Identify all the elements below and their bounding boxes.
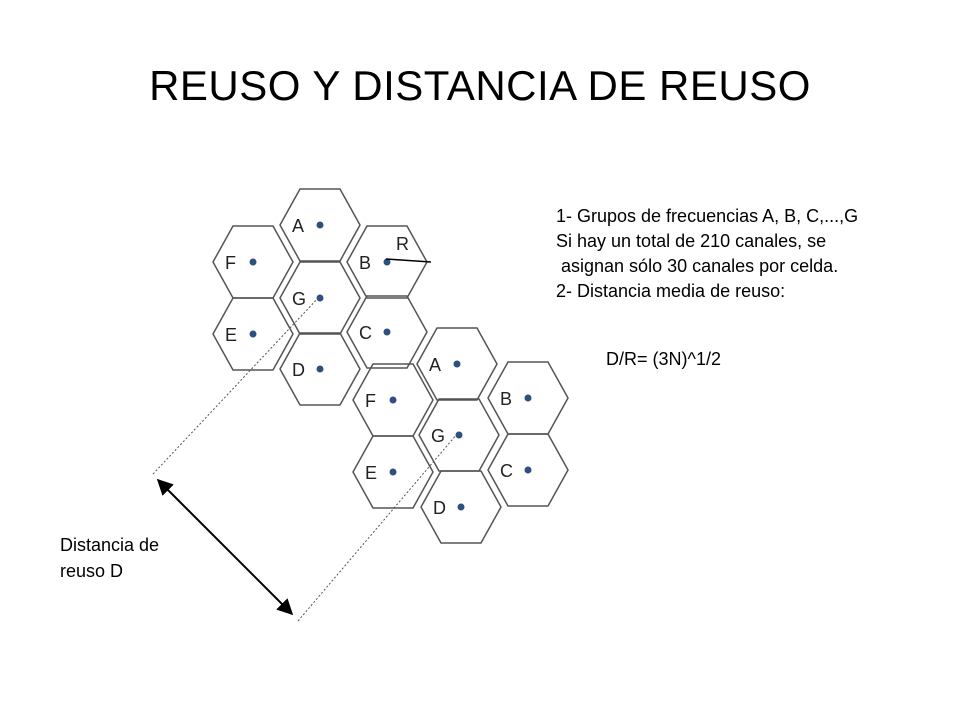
distance-label-line: Distancia de <box>60 535 160 555</box>
base-station-dot <box>524 394 532 402</box>
page-title: REUSO Y DISTANCIA DE REUSO <box>149 62 811 109</box>
base-station-dot <box>249 330 257 338</box>
radius-label: R <box>396 234 409 254</box>
cell-label: G <box>431 426 445 446</box>
base-station-dot <box>453 360 461 368</box>
reuse-formula: D/R= (3N)^1/2 <box>606 349 721 369</box>
base-station-dot <box>249 258 257 266</box>
base-station-dot <box>455 431 463 439</box>
base-station-dot <box>316 294 324 302</box>
base-station-dot <box>383 258 391 266</box>
radius-line <box>385 258 432 263</box>
cell-label: D <box>433 498 446 518</box>
cell-label: G <box>292 289 306 309</box>
info-line: Si hay un total de 210 canales, se <box>556 231 827 251</box>
hex-cell <box>352 435 434 509</box>
base-station-dot <box>383 328 391 336</box>
info-line: 2- Distancia media de reuso: <box>556 281 786 301</box>
distance-label: Distancia de reuso D <box>60 532 159 584</box>
info-line: 1- Grupos de frecuencias A, B, C,...,G <box>556 206 859 226</box>
hex-cell <box>279 332 361 406</box>
hex-cell <box>418 398 500 472</box>
base-station-dot <box>316 365 324 373</box>
cell-label: E <box>225 325 237 345</box>
cell-label: E <box>365 463 377 483</box>
base-station-dot <box>389 396 397 404</box>
hex-cell <box>416 327 498 401</box>
cell-label: F <box>225 253 236 273</box>
info-line: asignan sólo 30 canales por celda. <box>556 256 839 276</box>
cell-label: D <box>292 360 305 380</box>
dotted-reference-line-1 <box>152 295 321 475</box>
cell-label: C <box>500 461 513 481</box>
hex-cell <box>279 188 361 262</box>
cell-label: C <box>359 323 372 343</box>
distance-label-line: reuso D <box>60 561 124 581</box>
info-text: 1- Grupos de frecuencias A, B, C,...,G S… <box>556 204 858 304</box>
cell-label: B <box>359 253 371 273</box>
reuse-distance-arrow <box>156 478 294 616</box>
dotted-reference-line-2 <box>297 433 458 622</box>
hex-cell <box>346 295 428 369</box>
cell-label: A <box>292 216 304 236</box>
hex-cell <box>487 433 569 507</box>
cell-label: B <box>500 389 512 409</box>
cell-label: F <box>365 391 376 411</box>
base-station-dot <box>457 503 465 511</box>
base-station-dot <box>389 468 397 476</box>
cell-label: A <box>429 355 441 375</box>
base-station-dot <box>524 466 532 474</box>
hex-cell <box>420 470 502 544</box>
base-station-dot <box>316 221 324 229</box>
hex-cell <box>212 297 294 371</box>
